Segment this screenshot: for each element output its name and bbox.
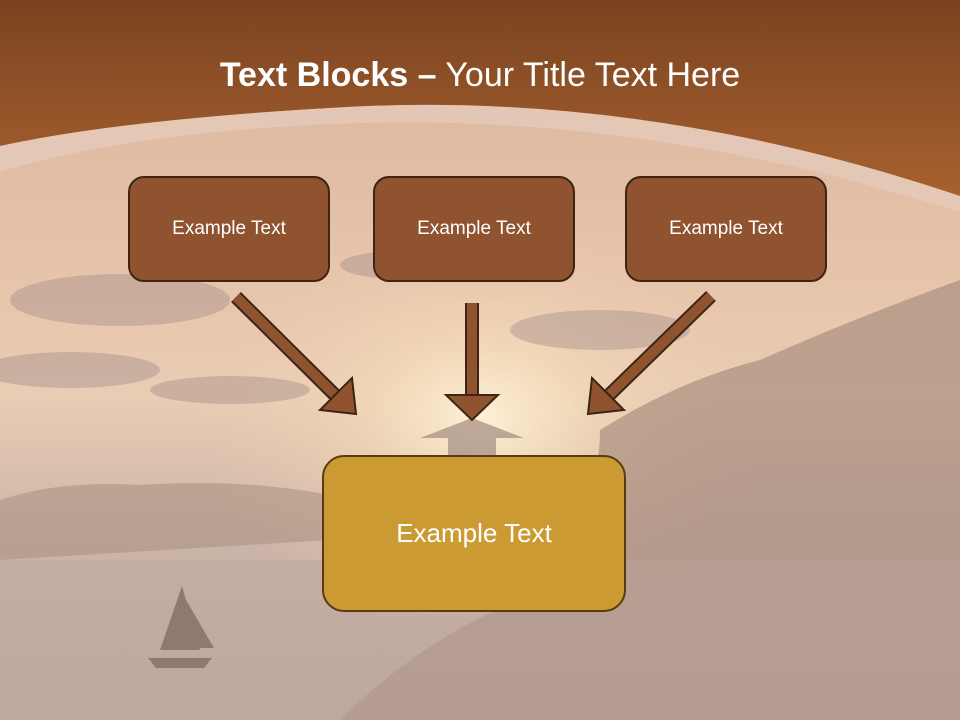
top-text-block-1-label: Example Text: [172, 218, 286, 239]
title-bold-part: Text Blocks: [219, 56, 409, 94]
title-separator: –: [417, 56, 437, 94]
title-rest-part: Your Title Text Here: [445, 56, 741, 94]
top-text-block-2-label: Example Text: [417, 218, 531, 239]
bottom-text-block-label: Example Text: [396, 518, 552, 548]
top-text-block-1[interactable]: Example Text: [128, 176, 330, 282]
top-text-block-3-label: Example Text: [669, 218, 783, 239]
bottom-text-block[interactable]: Example Text: [322, 455, 626, 612]
slide-title: Text Blocks – Your Title Text Here: [0, 50, 960, 100]
top-text-block-2[interactable]: Example Text: [373, 176, 575, 282]
top-text-block-3[interactable]: Example Text: [625, 176, 827, 282]
